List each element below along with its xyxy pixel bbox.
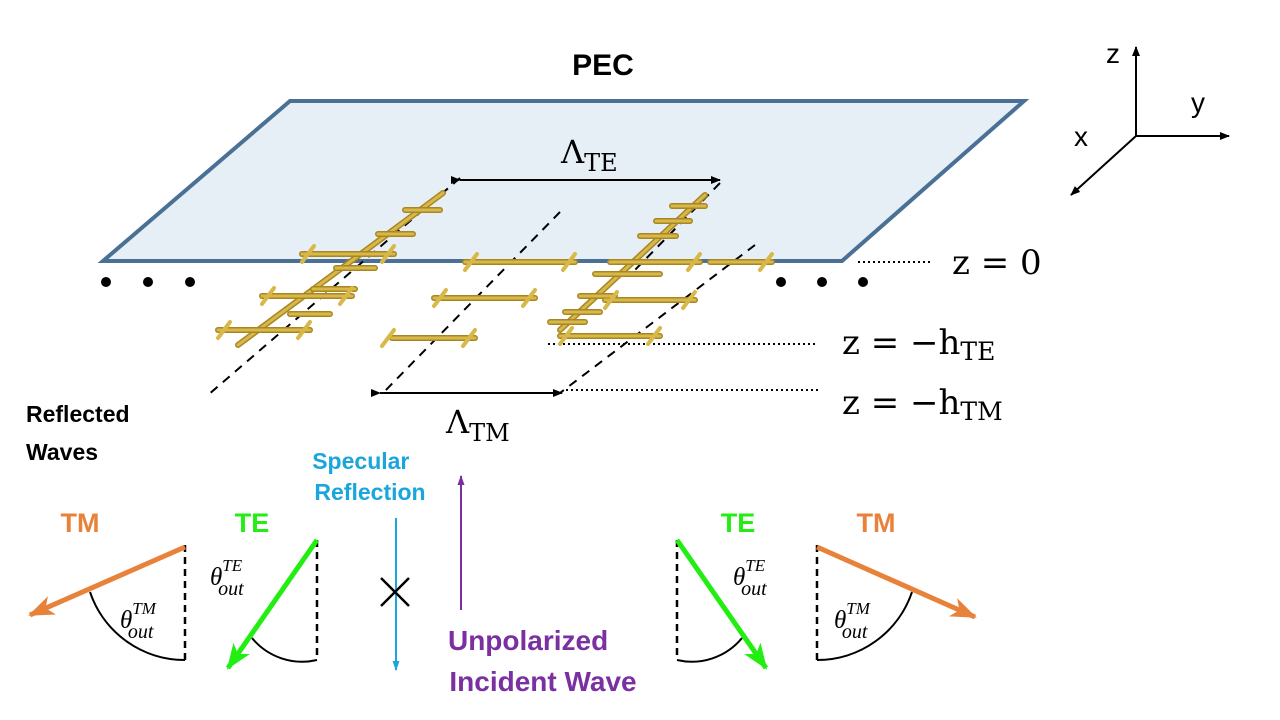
angle-arc-te-left: [251, 637, 318, 663]
period-tm-dimension: ΛTM: [371, 389, 563, 447]
incident-wave-label: Unpolarized Incident Wave: [448, 625, 637, 697]
angle-arc-tm-left: [89, 591, 186, 662]
meta-atom-column-right: [547, 192, 775, 346]
tm-right-beam: [815, 544, 977, 620]
period-te-label: ΛTE: [560, 133, 618, 177]
meta-atoms: [215, 190, 775, 348]
pec-title: PEC: [572, 49, 634, 82]
axis-z-label: z: [1106, 38, 1120, 69]
coordinate-axes: z y x: [1070, 38, 1230, 196]
blocked-cross-icon: [380, 577, 410, 607]
reflected-waves-label: Reflected Waves: [26, 401, 136, 465]
plane-hte-label: z = −hTE: [842, 323, 995, 366]
plane-htm-label: z = −hTM: [842, 383, 1003, 426]
ellipsis-dots: [101, 277, 868, 287]
te-right-beam: [674, 538, 769, 670]
specular-reflection-label: Specular Reflection: [312, 448, 425, 505]
axis-y-label: y: [1191, 87, 1205, 118]
plane-z0-label: z = 0: [952, 243, 1042, 283]
period-tm-label: ΛTM: [445, 403, 510, 447]
tm-left-label: TM: [61, 508, 100, 538]
axis-x-label: x: [1074, 121, 1088, 152]
tm-right-label: TM: [857, 508, 896, 538]
te-left-beam: [225, 538, 320, 670]
tm-left-beam: [28, 544, 187, 618]
te-left-label: TE: [235, 508, 270, 538]
te-right-label: TE: [721, 508, 756, 538]
meta-atom-column-middle: [380, 252, 578, 348]
level-lines: [548, 261, 933, 391]
angle-arc-tm-right: [816, 591, 913, 662]
meta-atom-column-left: [215, 190, 446, 348]
angle-arc-te-right: [676, 637, 743, 663]
period-te-dimension: ΛTE: [451, 133, 721, 184]
